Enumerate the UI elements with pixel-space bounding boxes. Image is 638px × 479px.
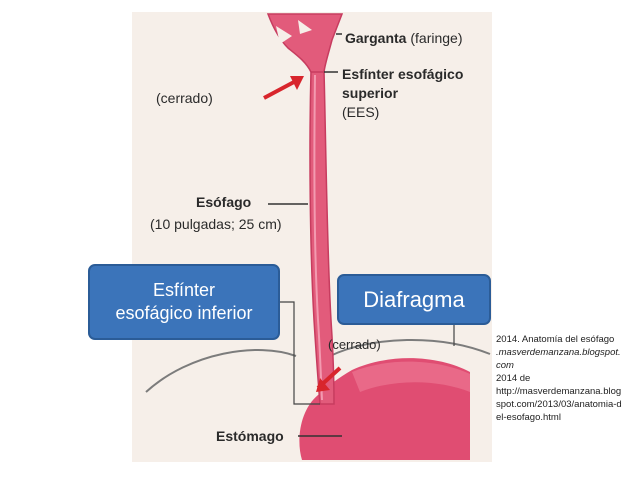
ues-label-line1: Esfínter esofágico <box>342 66 464 82</box>
citation-line2: .masverdemanzana.blogspot.com <box>496 347 621 371</box>
citation-text: 2014. Anatomía del esófago .masverdemanz… <box>496 333 622 424</box>
les-pointer <box>280 301 320 405</box>
esophagus-length-label: (10 pulgadas; 25 cm) <box>150 216 282 232</box>
les-callout-line1: Esfínter <box>152 280 216 300</box>
throat-label-detail: (faringe) <box>410 30 463 46</box>
les-callout: Esfínter esofágico inferior <box>88 264 280 340</box>
pharynx-notch-2 <box>298 20 312 34</box>
pharynx-shape <box>266 13 344 73</box>
diaphragm-callout: Diafragma <box>337 274 491 325</box>
ues-label-line3: (EES) <box>342 104 380 120</box>
les-arrow <box>316 366 342 392</box>
stomach-label: Estómago <box>216 428 284 444</box>
esophagus-tube <box>309 69 335 405</box>
stomach-shape <box>299 358 470 460</box>
diaphragm-callout-text: Diafragma <box>363 287 465 312</box>
closed-label-top: (cerrado) <box>156 90 213 106</box>
throat-label-bold: Garganta <box>345 30 407 46</box>
ues-label-line2: superior <box>342 85 399 101</box>
citation-line4: http://masverdemanzana.blogspot.com/2013… <box>496 386 622 423</box>
citation-line3: 2014 de <box>496 373 531 384</box>
diaphragm-line <box>145 338 491 393</box>
pharynx-notch <box>276 26 292 44</box>
throat-label: Garganta (faringe) <box>345 30 463 46</box>
esophagus-highlight <box>313 74 323 401</box>
les-callout-line2: esofágico inferior <box>115 303 253 323</box>
closed-label-bottom: (cerrado) <box>328 337 381 352</box>
citation-line1: 2014. Anatomía del esófago <box>496 334 615 345</box>
stomach-shading <box>352 361 470 392</box>
ues-arrow <box>263 76 304 100</box>
esophagus-label: Esófago <box>196 194 252 210</box>
